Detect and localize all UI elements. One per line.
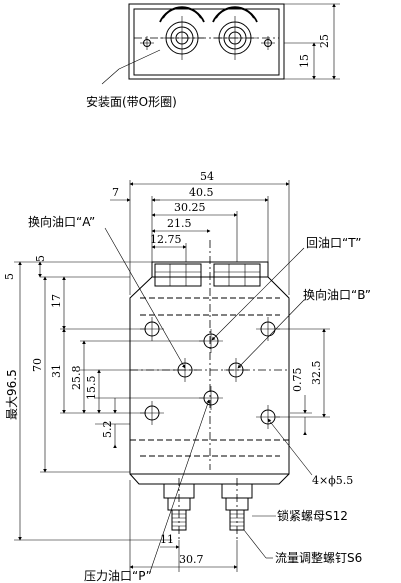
dim-30-25: 30.25 — [174, 201, 206, 214]
top-port-left — [159, 6, 205, 60]
dimensions-vertical-right: 32.5 0.75 — [276, 328, 330, 435]
leaders: 换向油口“A” 回油口“T” 换向油口“B” 4×ϕ5.5 压力油口“P” 锁紧… — [28, 214, 371, 583]
dimensions-bottom: 11 30.7 — [129, 480, 238, 572]
dim-25-8: 25.8 — [70, 366, 83, 391]
top-cap-left — [154, 263, 202, 287]
top-cap-right — [213, 263, 261, 287]
dim-17: 17 — [50, 294, 63, 308]
mount-face-label: 安装面(带O形圈) — [86, 94, 177, 109]
dim-32-5: 32.5 — [310, 361, 323, 386]
lock-nut-left — [163, 478, 195, 540]
label-lock-nut: 锁紧螺母S12 — [277, 508, 348, 523]
dim-54: 54 — [200, 170, 214, 183]
label-port-b: 换向油口“B” — [303, 287, 371, 302]
top-view-outer-frame — [128, 3, 285, 80]
dim-21-5: 21.5 — [167, 217, 192, 230]
dim-0-75: 0.75 — [291, 368, 304, 393]
dimensions-vertical-left: 5 5 17 70 最大96.5 31 25.8 15.5 5.2 — [3, 255, 204, 541]
dim-7: 7 — [112, 186, 119, 199]
front-view — [129, 240, 290, 540]
label-flow-screw: 流量调整螺钉S6 — [275, 550, 362, 565]
dim-25: 25 — [318, 34, 331, 48]
dim-40-5: 40.5 — [189, 186, 214, 199]
dim-15: 15 — [298, 54, 311, 68]
dim-15-5: 15.5 — [85, 376, 98, 401]
label-port-p: 压力油口“P” — [84, 569, 152, 583]
top-port-right — [212, 6, 258, 60]
label-holes: 4×ϕ5.5 — [312, 474, 353, 487]
dim-5-outer: 5 — [3, 273, 16, 280]
dim-5-inner: 5 — [34, 255, 47, 262]
dimensions-horizontal: 54 7 40.5 30.25 21.5 12.75 — [110, 170, 290, 295]
dim-12-75: 12.75 — [150, 233, 182, 246]
dim-31: 31 — [50, 364, 63, 378]
dim-11: 11 — [160, 533, 174, 546]
label-port-t: 回油口“T” — [306, 236, 362, 250]
top-view-inner-frame — [133, 8, 280, 76]
dim-70: 70 — [31, 358, 44, 372]
valve-body-outline — [129, 261, 290, 475]
dim-5-2: 5.2 — [101, 421, 114, 439]
dim-max-96-5: 最大96.5 — [5, 369, 19, 420]
label-port-a: 换向油口“A” — [28, 214, 95, 229]
lock-nut-right — [221, 478, 253, 540]
top-view: 25 15 安装面(带O形圈) — [86, 3, 340, 109]
dim-30-7: 30.7 — [179, 553, 204, 566]
